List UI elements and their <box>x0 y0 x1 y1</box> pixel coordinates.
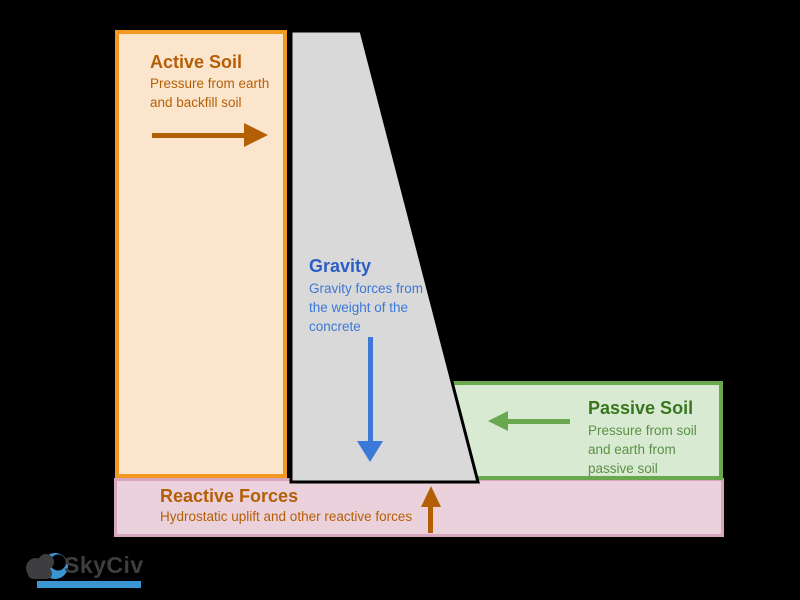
skyciv-logo: SkyCiv <box>20 548 180 594</box>
cloud-swoosh-cutout <box>50 554 66 571</box>
active-soil-arrow-shaft <box>152 133 244 138</box>
gravity-arrow-head <box>357 441 383 462</box>
gravity-arrow-shaft <box>368 337 373 441</box>
cloud-base <box>28 568 52 579</box>
passive-soil-description: Pressure from soil and earth from passiv… <box>588 423 697 476</box>
active-soil-description: Pressure from earth and backfill soil <box>150 76 270 110</box>
gravity-description: Gravity forces from the weight of the co… <box>309 281 424 334</box>
active-soil-region <box>115 30 287 478</box>
active-soil-arrow-head <box>244 123 268 147</box>
skyciv-logo-underline <box>37 581 141 588</box>
reactive-forces-description: Hydrostatic uplift and other reactive fo… <box>160 509 413 524</box>
reactive-arrow-shaft <box>428 505 433 533</box>
reactive-arrow-head <box>421 486 441 507</box>
gravity-title: Gravity <box>309 256 372 276</box>
passive-soil-title: Passive Soil <box>588 398 694 418</box>
passive-soil-arrow-head <box>488 411 508 431</box>
cloud-bump <box>38 554 54 570</box>
passive-soil-arrow-shaft <box>508 419 570 424</box>
cloud-icon <box>26 553 68 579</box>
skyciv-logo-text: SkyCiv <box>64 552 144 578</box>
reactive-forces-title: Reactive Forces <box>160 486 299 506</box>
active-soil-title: Active Soil <box>150 52 243 72</box>
